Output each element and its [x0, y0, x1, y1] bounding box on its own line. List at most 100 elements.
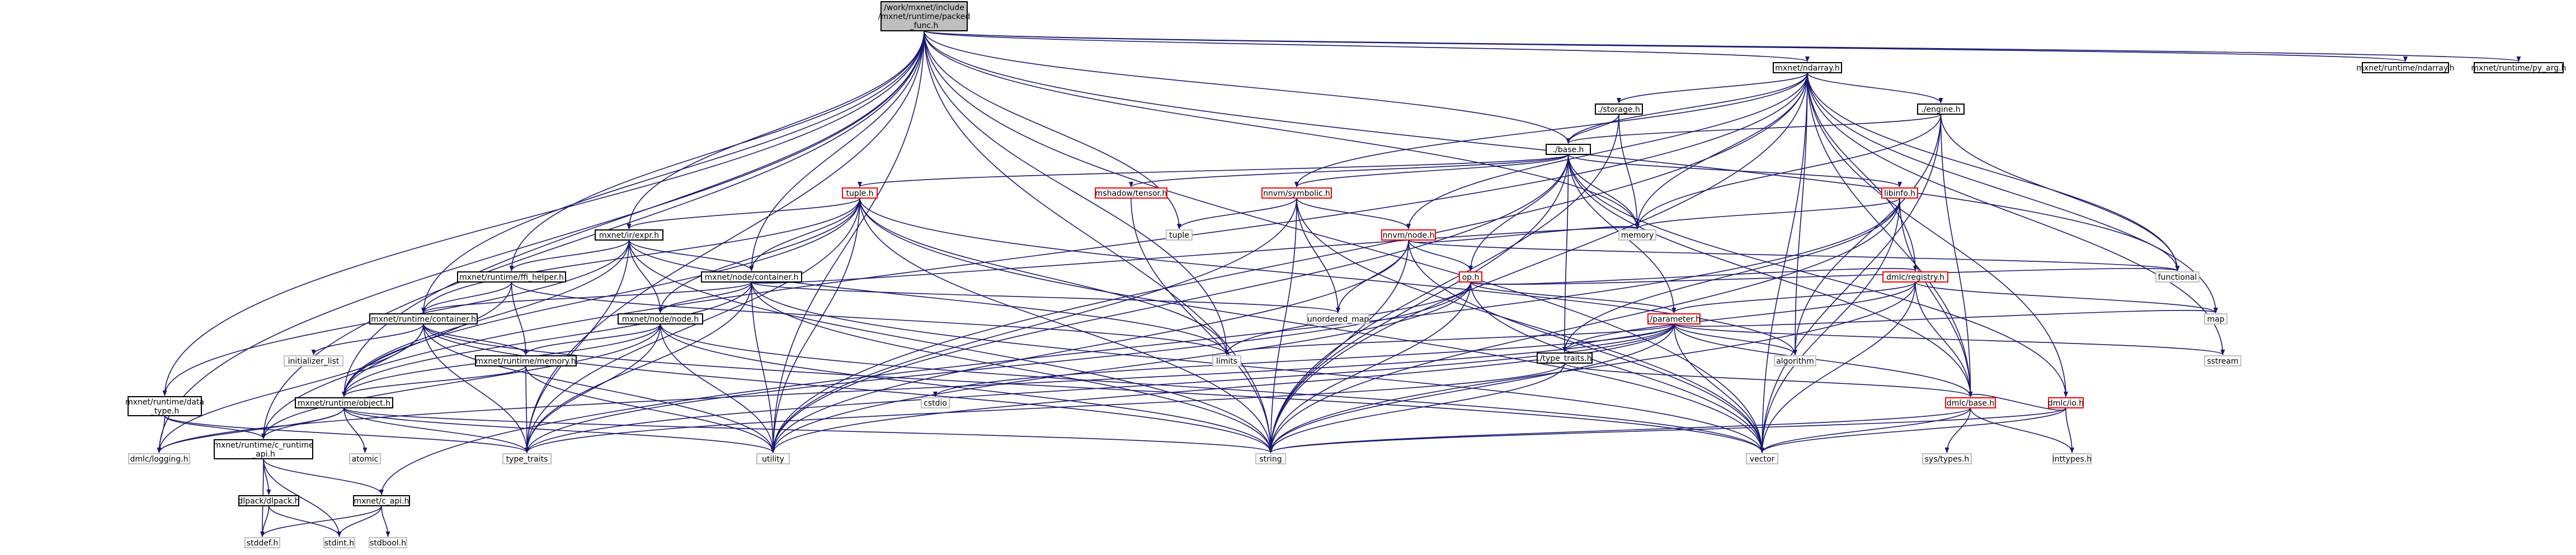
edge-libinfo-to-vector [1760, 197, 1900, 453]
node-memory: memory [1618, 229, 1656, 241]
node-label-algorithm: algorithm [1776, 357, 1814, 366]
node-parameter[interactable]: ./parameter.h [1647, 313, 1701, 324]
node-label-rt_c_runtime_api: mxnet/runtime/c_runtime_api.h [213, 441, 313, 459]
node-label-dmlc_base: dmlc/base.h [1947, 399, 1995, 408]
edge-dmlc_registry-to-map [1915, 281, 2218, 313]
edge-node_node-to-utility [660, 323, 775, 453]
edge-nnvm_node-to-op [1408, 239, 1473, 271]
edge-dmlc_registry-to-type_traits_h [1562, 281, 1916, 352]
edge-root-to-type_traits [525, 30, 925, 453]
node-c_api[interactable]: mxnet/c_api.h [353, 495, 410, 506]
node-rt_c_runtime_api[interactable]: mxnet/runtime/c_runtime_api.h [213, 439, 314, 459]
node-label-storage: ./storage.h [1598, 105, 1640, 114]
edge-dmlc_registry-to-string [1268, 281, 1916, 453]
node-layer: /work/mxnet/include/mxnet/runtime/packed… [125, 1, 2566, 548]
edge-engine-to-vector [1760, 114, 1942, 453]
node-label-rt_ndarray: mxnet/runtime/ndarray.h [2356, 64, 2454, 73]
node-box-type_traits_h [1537, 352, 1593, 364]
edge-rt_data_type-to-rt_c_runtime_api [164, 415, 266, 439]
node-box-functional [2155, 271, 2200, 283]
node-box-dmlc_io [2048, 397, 2084, 408]
node-label-nnvm_symbolic: nnvm/symbolic.h [1263, 189, 1330, 198]
node-ndarray[interactable]: mxnet/ndarray.h [1773, 62, 1842, 73]
node-label-ir_expr: mxnet/ir/expr.h [599, 231, 659, 240]
edge-nnvm_symbolic-to-nnvm_node [1296, 197, 1411, 229]
edge-libinfo-to-dmlc_base [1899, 197, 1973, 397]
node-label-stdbool: stdbool.h [370, 539, 406, 548]
edge-node_container-to-unordered_map [751, 281, 1340, 313]
edge-op-to-dmlc_registry [1470, 265, 1918, 285]
edge-ffi_helper-to-rt_memory [511, 281, 528, 355]
edge-base-to-type_traits_h [1562, 154, 1569, 352]
node-box-c_api [353, 495, 410, 506]
node-rt_memory[interactable]: mxnet/runtime/memory.h [475, 355, 577, 366]
node-box-rt_container [369, 313, 478, 324]
node-box-vector [1746, 453, 1778, 464]
edge-dmlc_io-to-string [1268, 407, 2066, 453]
edge-rt_data_type-to-type_traits [164, 415, 529, 453]
node-node_container[interactable]: mxnet/node/container.h [701, 271, 802, 283]
node-rt_container[interactable]: mxnet/runtime/container.h [369, 313, 478, 324]
edge-node_container-to-type_traits [525, 281, 752, 453]
edge-ndarray-to-functional [1807, 72, 2180, 271]
node-box-algorithm [1774, 355, 1816, 366]
edge-rt_data_type-to-dmlc_logging [157, 415, 166, 453]
edge-ndarray-to-storage [1617, 72, 1808, 104]
node-tuple_std: tuple [1166, 229, 1193, 241]
edge-nnvm_node-to-utility [771, 239, 1409, 453]
node-ffi_helper[interactable]: mxnet/runtime/ffi_helper.h [457, 271, 566, 283]
node-mshadow_tensor[interactable]: mshadow/tensor.h [1095, 187, 1167, 199]
node-rt_ndarray[interactable]: mxnet/runtime/ndarray.h [2356, 62, 2455, 73]
edge-libinfo-to-string [1268, 197, 1900, 453]
node-label-node_node: mxnet/node/node.h [622, 315, 699, 324]
node-box-stddef [244, 537, 280, 548]
node-box-dlpack [238, 495, 299, 506]
node-dlpack[interactable]: dlpack/dlpack.h [238, 495, 300, 506]
node-node_node[interactable]: mxnet/node/node.h [618, 313, 703, 324]
node-box-rt_data_type [128, 396, 202, 416]
edge-dlpack-to-stdint [268, 505, 342, 537]
node-type_traits_h[interactable]: ./type_traits.h [1537, 352, 1593, 364]
node-storage[interactable]: ./storage.h [1595, 104, 1643, 115]
edge-ir_expr-to-limits [628, 239, 1229, 355]
edge-root-to-utility [771, 30, 925, 453]
node-base[interactable]: ./base.h [1546, 144, 1591, 155]
node-label-c_api: mxnet/c_api.h [354, 497, 409, 506]
edge-base-to-libinfo [1567, 154, 1902, 187]
edge-type_traits_h-to-dmlc_base [1564, 363, 1973, 397]
node-initializer_list: initializer_list [284, 355, 343, 366]
edge-parameter-to-vector [1673, 323, 1764, 453]
edge-tuple-to-type_traits [525, 197, 860, 453]
node-rt_py_arg[interactable]: mxnet/runtime/py_arg.h [2471, 62, 2566, 73]
node-label-dlpack: dlpack/dlpack.h [238, 497, 299, 506]
node-type_traits: type_traits [502, 453, 552, 464]
edge-op-to-parameter [1470, 281, 1676, 313]
node-nnvm_node[interactable]: nnvm/node.h [1381, 229, 1436, 241]
node-box-type_traits [502, 453, 552, 464]
node-rt_data_type[interactable]: mxnet/runtime/data_type.h [125, 396, 204, 416]
node-box-rt_ndarray [2362, 62, 2449, 73]
edge-ir_expr-to-string [628, 239, 1273, 453]
node-box-cstdio [921, 397, 950, 408]
edge-parameter-to-type_traits [525, 323, 1675, 453]
node-dmlc_registry[interactable]: dmlc/registry.h [1882, 271, 1948, 283]
edge-dmlc_registry-to-vector [1760, 281, 1916, 453]
node-label-type_traits: type_traits [506, 455, 548, 464]
node-engine[interactable]: ./engine.h [1917, 104, 1965, 115]
node-libinfo[interactable]: libinfo.h [1881, 187, 1918, 199]
node-box-unordered_map [1307, 313, 1369, 324]
node-dmlc_base[interactable]: dmlc/base.h [1945, 397, 1996, 408]
node-label-nnvm_node: nnvm/node.h [1383, 231, 1435, 240]
node-nnvm_symbolic[interactable]: nnvm/symbolic.h [1261, 187, 1332, 199]
node-op[interactable]: op.h [1459, 271, 1482, 283]
node-root[interactable]: /work/mxnet/include/mxnet/runtime/packed… [878, 1, 970, 31]
edge-dmlc_base-to-sys_types [1944, 407, 1971, 453]
edge-rt_container-to-dmlc_logging [157, 323, 424, 453]
edge-parameter-to-sstream [1673, 323, 2225, 355]
node-ir_expr[interactable]: mxnet/ir/expr.h [595, 229, 663, 241]
node-rt_object[interactable]: mxnet/runtime/object.h [295, 397, 393, 408]
node-dmlc_io[interactable]: dmlc/io.h [2048, 397, 2084, 408]
edge-tuple-to-vector [859, 197, 1764, 453]
node-tuple[interactable]: tuple.h [842, 187, 878, 199]
node-label-string: string [1259, 455, 1282, 464]
